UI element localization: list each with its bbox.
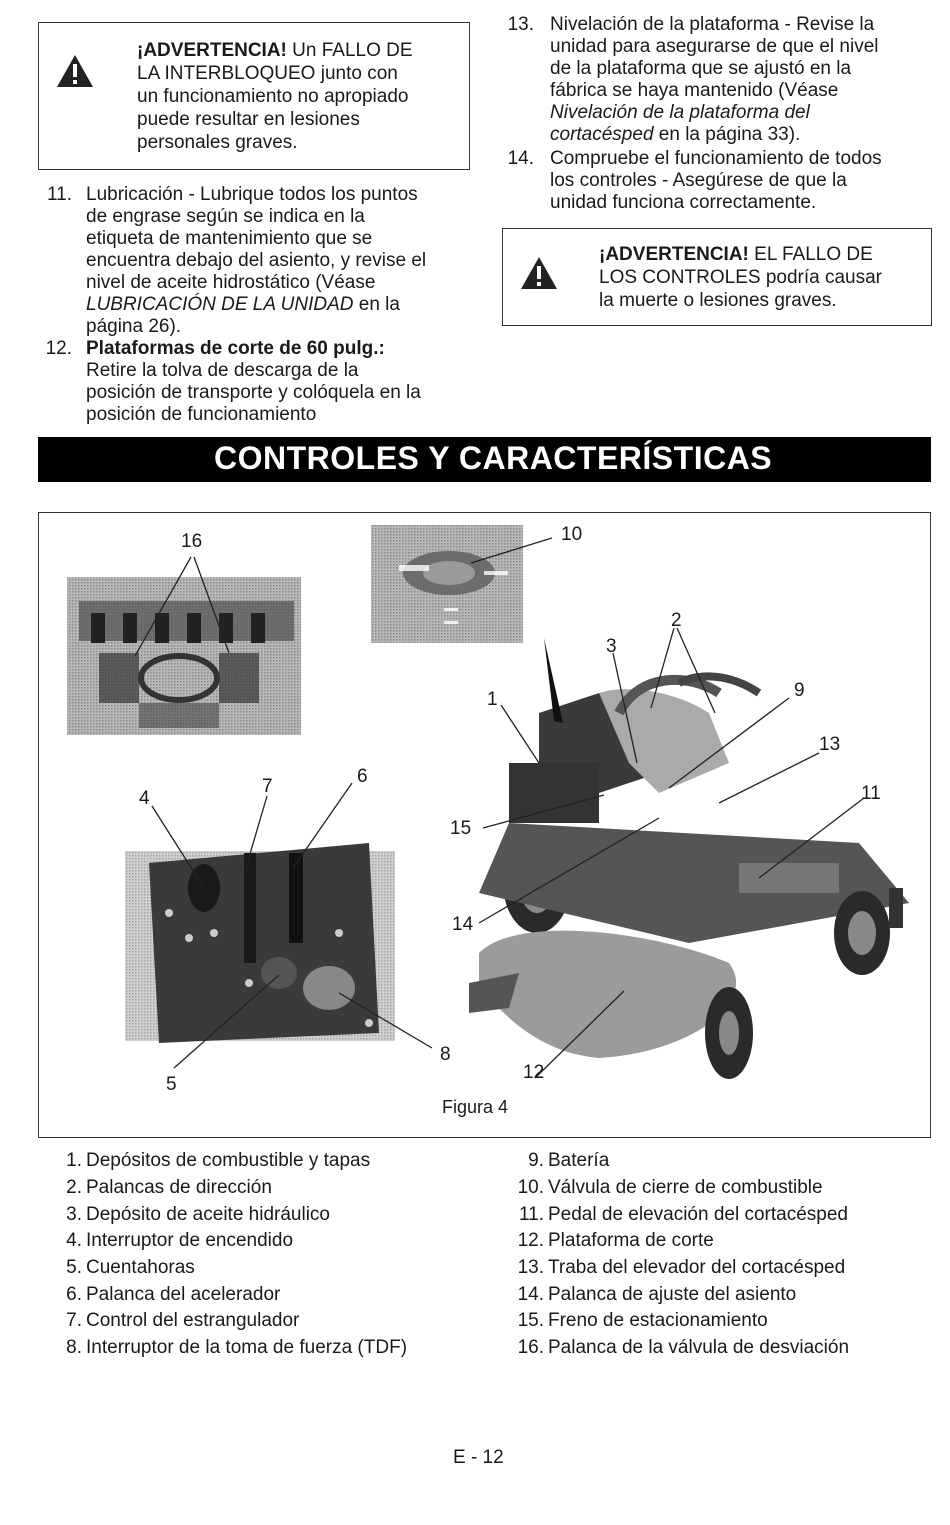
callout-16: 16 <box>181 531 203 552</box>
figure-4-frame: 16 10 2 3 9 1 13 11 4 7 6 15 14 8 12 5 F… <box>38 512 931 1138</box>
callout-10: 10 <box>561 524 583 545</box>
callout-3: 3 <box>606 636 617 657</box>
figure-caption: Figura 4 <box>442 1097 509 1117</box>
warning-box-interlock: ¡ADVERTENCIA! Un FALLO DE LA INTERBLOQUE… <box>38 22 470 170</box>
photo-bypass-valves <box>67 577 301 735</box>
legend-item: 4.Interruptor de encendido <box>66 1230 294 1251</box>
warning-label: ¡ADVERTENCIA! <box>137 40 287 61</box>
legend-item: 6.Palanca del acelerador <box>66 1284 281 1305</box>
section-title: CONTROLES Y CARACTERÍSTICAS <box>214 440 773 476</box>
callout-5: 5 <box>166 1074 177 1095</box>
callout-4: 4 <box>139 788 150 809</box>
callout-7: 7 <box>262 776 273 797</box>
legend-item: 3.Depósito de aceite hidráulico <box>66 1204 330 1225</box>
warning-text: ¡ADVERTENCIA! EL FALLO DE LOS CONTROLES … <box>599 244 882 311</box>
legend-item: 16.Palanca de la válvula de desviación <box>517 1337 850 1358</box>
legend-item: 9.Batería <box>528 1150 610 1171</box>
callout-1: 1 <box>487 689 498 710</box>
photo-fuel-valve <box>371 525 523 643</box>
warning-text: ¡ADVERTENCIA! Un FALLO DE LA INTERBLOQUE… <box>137 40 413 153</box>
legend-item: 5.Cuentahoras <box>66 1257 195 1278</box>
callout-11: 11 <box>861 783 881 804</box>
callout-6: 6 <box>357 766 368 787</box>
callout-14: 14 <box>452 914 474 935</box>
legend-item: 2.Palancas de dirección <box>66 1177 272 1198</box>
legend-item: 1.Depósitos de combustible y tapas <box>66 1150 371 1171</box>
leader-lines <box>134 537 865 1079</box>
legend-item: 10.Válvula de cierre de combustible <box>517 1177 823 1198</box>
legend-item: 15.Freno de estacionamiento <box>517 1310 768 1331</box>
callout-9: 9 <box>794 680 805 701</box>
page-number: E - 12 <box>453 1447 504 1468</box>
legend-item: 8.Interruptor de la toma de fuerza (TDF) <box>66 1337 408 1358</box>
warning-box-controls: ¡ADVERTENCIA! EL FALLO DE LOS CONTROLES … <box>502 228 932 326</box>
mower-illustration <box>67 525 909 1079</box>
section-title-banner: CONTROLES Y CARACTERÍSTICAS <box>38 437 931 482</box>
warning-triangle-icon <box>57 55 93 87</box>
callout-13: 13 <box>819 734 841 755</box>
legend-item: 13.Traba del elevador del cortacésped <box>517 1257 846 1278</box>
callout-8: 8 <box>440 1044 451 1065</box>
legend-item: 12.Plataforma de corte <box>517 1230 714 1251</box>
callout-12: 12 <box>523 1062 545 1083</box>
legend-item: 14.Palanca de ajuste del asiento <box>517 1284 797 1305</box>
warning-triangle-icon <box>521 257 557 289</box>
mower-drawing <box>469 638 909 1079</box>
photo-control-panel <box>125 843 395 1043</box>
warning-label: ¡ADVERTENCIA! <box>599 244 749 265</box>
legend-item: 11.Pedal de elevación del cortacésped <box>518 1204 848 1225</box>
legend-item: 7.Control del estrangulador <box>66 1310 300 1331</box>
callout-2: 2 <box>671 610 682 631</box>
callout-15: 15 <box>450 818 472 839</box>
